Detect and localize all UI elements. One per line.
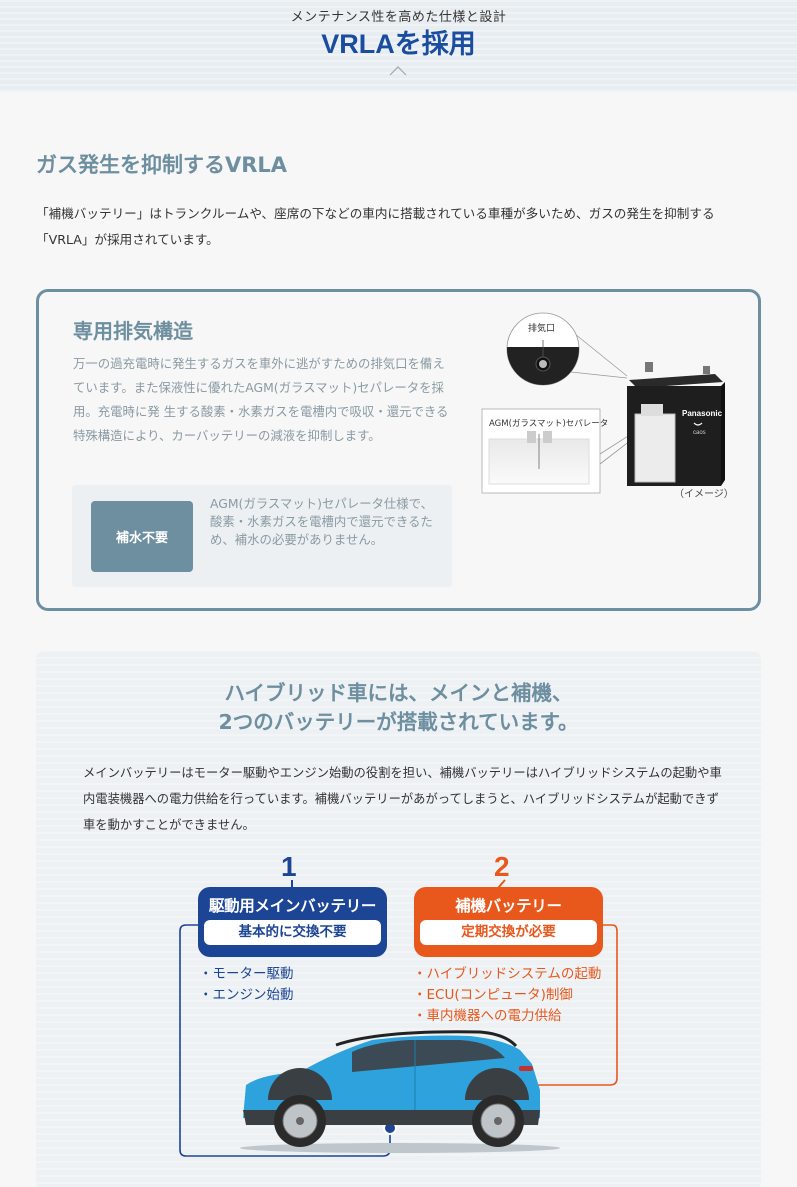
agm-separator-label: AGM(ガラスマット)セパレータ: [489, 419, 609, 429]
exhaust-structure-card: 専用排気構造 万一の過充電時に発生するガスを車外に逃がすための排気口を備えていま…: [36, 289, 761, 611]
aux-battery-role: ・ハイブリッドシステムの起動: [413, 966, 602, 982]
main-battery-replacement: 基本的に交換不要: [204, 920, 381, 945]
aux-battery-replacement: 定期交換が必要: [420, 920, 597, 945]
main-battery-name: 駆動用メインバッテリー: [208, 897, 377, 915]
page-header: メンテナンス性を高めた仕様と設計 VRLAを採用: [0, 0, 797, 92]
battery-illustration: Panasonic caos: [481, 312, 725, 494]
card-title: 専用排気構造: [73, 319, 193, 343]
aux-battery-role: ・車内機器への電力供給: [413, 1008, 562, 1024]
card-text: 万一の過充電時に発生するガスを車外に逃がすための排気口を備えています。また保液性…: [73, 356, 449, 443]
main-battery-roles: ・モーター駆動 ・エンジン始動: [199, 964, 294, 1006]
section-text: 「補機バッテリー」はトランクルームや、座席の下などの車内に搭載されている車種が多…: [36, 206, 715, 247]
aux-battery-name: 補機バッテリー: [455, 897, 562, 915]
vent-label: 排気口: [528, 324, 556, 334]
no-water-text: AGM(ガラスマット)セパレータ仕様で、 酸素・水素ガスを電槽内で還元できるため…: [210, 496, 433, 547]
main-battery-role: ・モーター駆動: [199, 966, 294, 982]
chevron-up-icon[interactable]: [389, 66, 407, 76]
panasonic-logo: Panasonic: [682, 409, 723, 418]
panel-text: メインバッテリーはモーター駆動やエンジン始動の役割を担い、補機バッテリーはハイブ…: [83, 766, 722, 832]
section-title: ガス発生を抑制するVRLA: [36, 153, 288, 177]
svg-text:caos: caos: [693, 430, 706, 436]
header-title: VRLAを採用: [321, 29, 476, 59]
aux-battery-role: ・ECU(コンピュータ)制御: [413, 987, 573, 1003]
main-battery-number: 1: [281, 851, 297, 882]
header-subtitle: メンテナンス性を高めた仕様と設計: [290, 10, 507, 25]
aux-battery-roles: ・ハイブリッドシステムの起動 ・ECU(コンピュータ)制御 ・車内機器への電力供…: [413, 964, 601, 1027]
aux-battery-number: 2: [494, 851, 510, 882]
panel-title-line1: ハイブリッド車には、メインと補機、: [224, 681, 573, 705]
main-battery-box: 駆動用メインバッテリー 基本的に交換不要: [198, 887, 387, 957]
no-water-note: 補水不要 AGM(ガラスマット)セパレータ仕様で、 酸素・水素ガスを電槽内で還元…: [72, 485, 452, 587]
hybrid-battery-panel: ハイブリッド車には、メインと補機、 2つのバッテリーが搭載されています。 メイン…: [36, 651, 761, 1187]
no-water-badge: 補水不要: [91, 501, 193, 572]
aux-battery-box: 補機バッテリー 定期交換が必要: [414, 887, 603, 957]
image-caption: （イメージ）: [674, 489, 734, 500]
panel-title: ハイブリッド車には、メインと補機、 2つのバッテリーが搭載されています。: [36, 679, 761, 737]
panel-title-line2: 2つのバッテリーが搭載されています。: [218, 710, 579, 734]
main-battery-role: ・エンジン始動: [199, 987, 294, 1003]
